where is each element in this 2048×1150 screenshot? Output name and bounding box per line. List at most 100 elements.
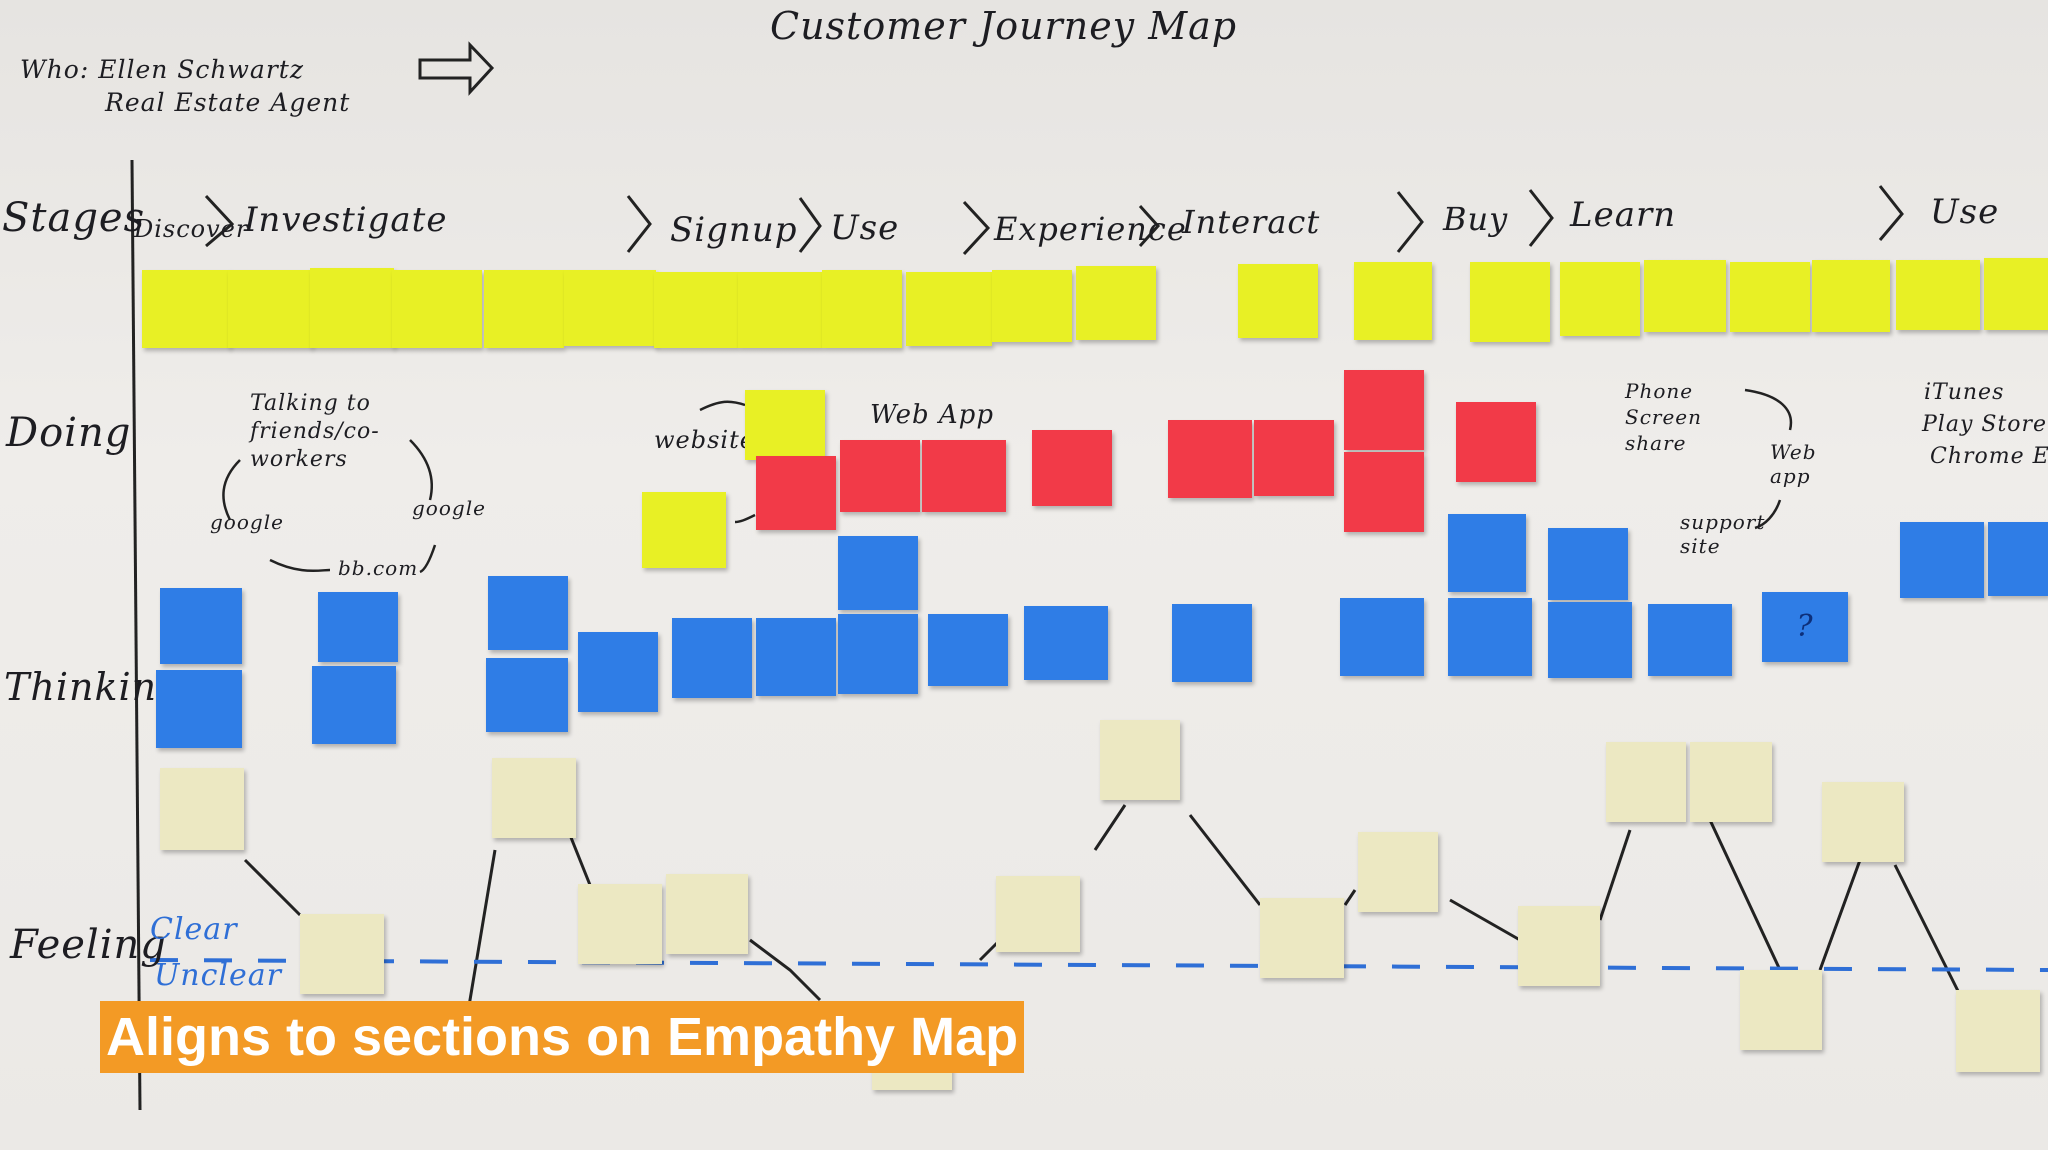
feeling-note	[1690, 742, 1772, 822]
who-line-2: Real Estate Agent	[105, 88, 351, 117]
stage-interact: Interact	[1182, 203, 1321, 241]
doing-note	[1988, 522, 2048, 596]
row-label-doing: Doing	[6, 410, 132, 456]
stage-use: Use	[830, 208, 900, 248]
doing-note	[1344, 370, 1424, 450]
stage-note	[992, 270, 1072, 342]
stage-experience: Experience	[994, 210, 1187, 248]
thinking-note	[488, 576, 568, 650]
feeling-note	[300, 914, 384, 994]
doing-note	[642, 492, 726, 568]
who-line-1: Who: Ellen Schwartz	[20, 55, 305, 84]
feeling-note	[1740, 970, 1822, 1050]
thinking-note	[312, 666, 396, 744]
stage-note	[1076, 266, 1156, 340]
doing-bb-com: bb.com	[338, 556, 419, 580]
stage-note	[1644, 260, 1726, 332]
thinking-note	[1648, 604, 1732, 676]
row-label-feeling: Feeling	[10, 922, 167, 968]
doing-note	[1032, 430, 1112, 506]
stage-note	[1984, 258, 2048, 330]
doing-support-site: support site	[1680, 510, 1766, 558]
doing-note	[1548, 528, 1628, 600]
doing-note	[1448, 514, 1526, 592]
feeling-note	[996, 876, 1080, 952]
doing-google-right: google	[412, 496, 486, 520]
stage-investigate: Investigate	[244, 200, 448, 240]
doing-itunes: iTunes	[1924, 380, 2005, 405]
thinking-note	[1024, 606, 1108, 680]
thinking-note	[672, 618, 752, 698]
thinking-note-question: ?	[1762, 592, 1848, 662]
row-label-stages: Stages	[2, 195, 146, 241]
question-mark: ?	[1796, 609, 1814, 644]
feeling-note	[666, 874, 748, 954]
thinking-note	[486, 658, 568, 732]
stage-note	[392, 270, 482, 348]
feeling-note	[1518, 906, 1600, 986]
stage-note	[822, 270, 902, 348]
feeling-note	[1358, 832, 1438, 912]
thinking-note	[838, 614, 918, 694]
feeling-note	[1260, 898, 1344, 978]
stage-note	[228, 270, 312, 348]
doing-note	[1168, 420, 1252, 498]
stage-note	[484, 270, 564, 348]
stage-learn: Learn	[1570, 195, 1677, 235]
thinking-note	[756, 618, 836, 696]
stage-use-2: Use	[1930, 192, 2000, 232]
caption-banner: Aligns to sections on Empathy Map	[100, 1001, 1025, 1073]
doing-note	[745, 390, 825, 460]
doing-web-app: Web App	[870, 400, 994, 430]
feeling-note	[1606, 742, 1686, 822]
thinking-note	[928, 614, 1008, 686]
feeling-unclear: Unclear	[154, 958, 282, 993]
doing-note	[1900, 522, 1984, 598]
doing-google-left: google	[210, 510, 284, 534]
thinking-note	[1172, 604, 1252, 682]
stage-note	[310, 268, 394, 348]
stage-note	[1354, 262, 1432, 340]
feeling-note	[160, 768, 244, 850]
doing-talking: Talking to friends/co-workers	[250, 391, 380, 472]
stage-note	[564, 270, 656, 346]
doing-play-store: Play Store	[1922, 412, 2048, 437]
row-label-thinking: Thinking	[4, 665, 183, 709]
thinking-note	[156, 670, 242, 748]
stage-note	[738, 272, 822, 348]
stage-note	[1812, 260, 1890, 332]
thinking-note	[318, 592, 398, 662]
thinking-note	[1448, 598, 1532, 676]
doing-note	[840, 440, 920, 512]
feeling-note	[578, 884, 662, 964]
doing-website: website	[654, 426, 755, 454]
doing-phone: Phone Screen share	[1625, 379, 1703, 455]
feeling-note	[1822, 782, 1904, 862]
stage-buy: Buy	[1443, 200, 1509, 238]
stage-note	[1730, 262, 1810, 332]
doing-web-app-2: Web app	[1770, 440, 1817, 488]
doing-note	[1254, 420, 1334, 496]
feeling-note	[1956, 990, 2040, 1072]
stage-note	[1470, 262, 1550, 342]
feeling-note	[1100, 720, 1180, 800]
stage-note	[654, 272, 738, 348]
stage-note	[1238, 264, 1318, 338]
stage-signup: Signup	[670, 210, 798, 250]
stage-note	[1560, 262, 1640, 336]
stage-note	[142, 270, 230, 348]
thinking-note	[1548, 602, 1632, 678]
thinking-note	[160, 588, 242, 664]
stage-note	[906, 272, 992, 346]
stage-discover: Discover	[134, 215, 249, 243]
doing-chrome: Chrome Ext	[1930, 444, 2048, 469]
doing-note	[1456, 402, 1536, 482]
doing-note	[922, 440, 1006, 512]
doing-note	[756, 456, 836, 530]
thinking-note	[1340, 598, 1424, 676]
thinking-note	[578, 632, 658, 712]
feeling-clear: Clear	[150, 912, 238, 947]
stage-note	[1896, 260, 1980, 330]
thinking-note	[838, 536, 918, 610]
